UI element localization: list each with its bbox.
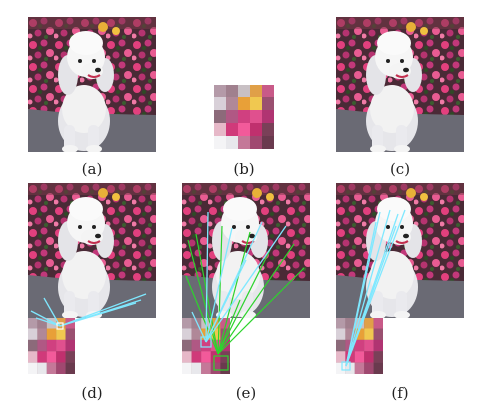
caption-f: (f) bbox=[391, 384, 409, 402]
caption-d: (d) bbox=[81, 384, 103, 402]
caption-b: (b) bbox=[233, 160, 255, 178]
caption-a: (a) bbox=[81, 160, 103, 178]
caption-c: (c) bbox=[389, 160, 411, 178]
caption-e: (e) bbox=[235, 384, 257, 402]
